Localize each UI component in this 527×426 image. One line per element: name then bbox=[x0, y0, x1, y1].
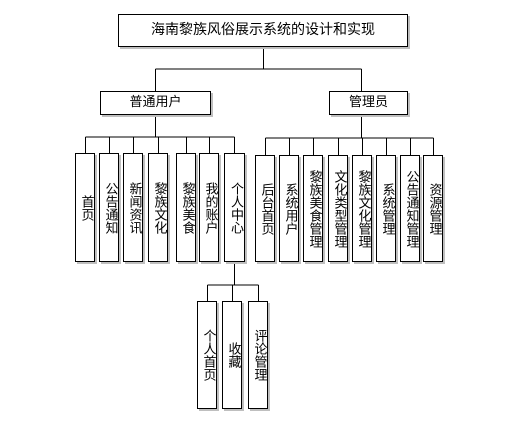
leaf-node-li-culture-management: 黎族文化管理 bbox=[352, 155, 372, 262]
leaf-label: 评论管理 bbox=[251, 329, 267, 381]
leaf-label: 黎族文化 bbox=[151, 181, 167, 234]
leaf-label: 系统管理 bbox=[379, 182, 395, 235]
root-label: 海南黎族风俗展示系统的设计和实现 bbox=[151, 22, 375, 39]
leaf-label: 个人首页 bbox=[200, 329, 216, 381]
leaf-label: 个人中心 bbox=[227, 181, 243, 234]
leaf-node-li-culture: 黎族文化 bbox=[148, 153, 168, 262]
leaf-label: 黎族文化管理 bbox=[355, 169, 371, 248]
leaf-label: 新闻资讯 bbox=[126, 181, 142, 234]
root-node: 海南黎族风俗展示系统的设计和实现 bbox=[118, 14, 408, 47]
leaf-node-system-management: 系统管理 bbox=[376, 155, 396, 262]
group-node-admin: 管理员 bbox=[329, 91, 408, 115]
leaf-label: 公告通知 bbox=[102, 181, 118, 234]
leaf-node-personal-center: 个人中心 bbox=[224, 153, 245, 262]
leaf-node-li-food-management: 黎族美食管理 bbox=[303, 155, 323, 262]
leaf-node-home: 首页 bbox=[75, 153, 95, 262]
leaf-label: 我的账户 bbox=[202, 181, 218, 234]
leaf-label: 公告通知管理 bbox=[403, 169, 419, 248]
leaf-label: 黎族美食 bbox=[179, 181, 195, 234]
group-label: 管理员 bbox=[348, 94, 388, 110]
leaf-node-resource-management: 资源管理 bbox=[423, 155, 443, 262]
leaf-node-announcements: 公告通知 bbox=[99, 153, 119, 262]
leaf-node-news: 新闻资讯 bbox=[123, 153, 143, 262]
leaf-label: 黎族美食管理 bbox=[306, 169, 322, 248]
leaf-label: 首页 bbox=[78, 194, 94, 221]
leaf-node-system-users: 系统用户 bbox=[279, 155, 299, 262]
leaf-node-comment-management: 评论管理 bbox=[248, 301, 268, 409]
leaf-node-culture-type-management: 文化类型管理 bbox=[328, 155, 348, 262]
group-label: 普通用户 bbox=[129, 94, 182, 110]
leaf-label: 收藏 bbox=[225, 342, 241, 368]
leaf-label: 文化类型管理 bbox=[331, 169, 347, 248]
leaf-node-admin-home: 后台首页 bbox=[255, 155, 275, 262]
leaf-node-my-account: 我的账户 bbox=[199, 153, 219, 262]
leaf-label: 后台首页 bbox=[258, 182, 274, 235]
leaf-node-personal-home: 个人首页 bbox=[197, 301, 217, 409]
leaf-node-li-food: 黎族美食 bbox=[176, 153, 196, 262]
leaf-node-announcement-management: 公告通知管理 bbox=[400, 155, 420, 262]
leaf-label: 系统用户 bbox=[282, 182, 298, 235]
leaf-label: 资源管理 bbox=[426, 182, 442, 235]
leaf-node-favorites: 收藏 bbox=[222, 301, 242, 409]
group-node-regular-user: 普通用户 bbox=[100, 91, 211, 115]
